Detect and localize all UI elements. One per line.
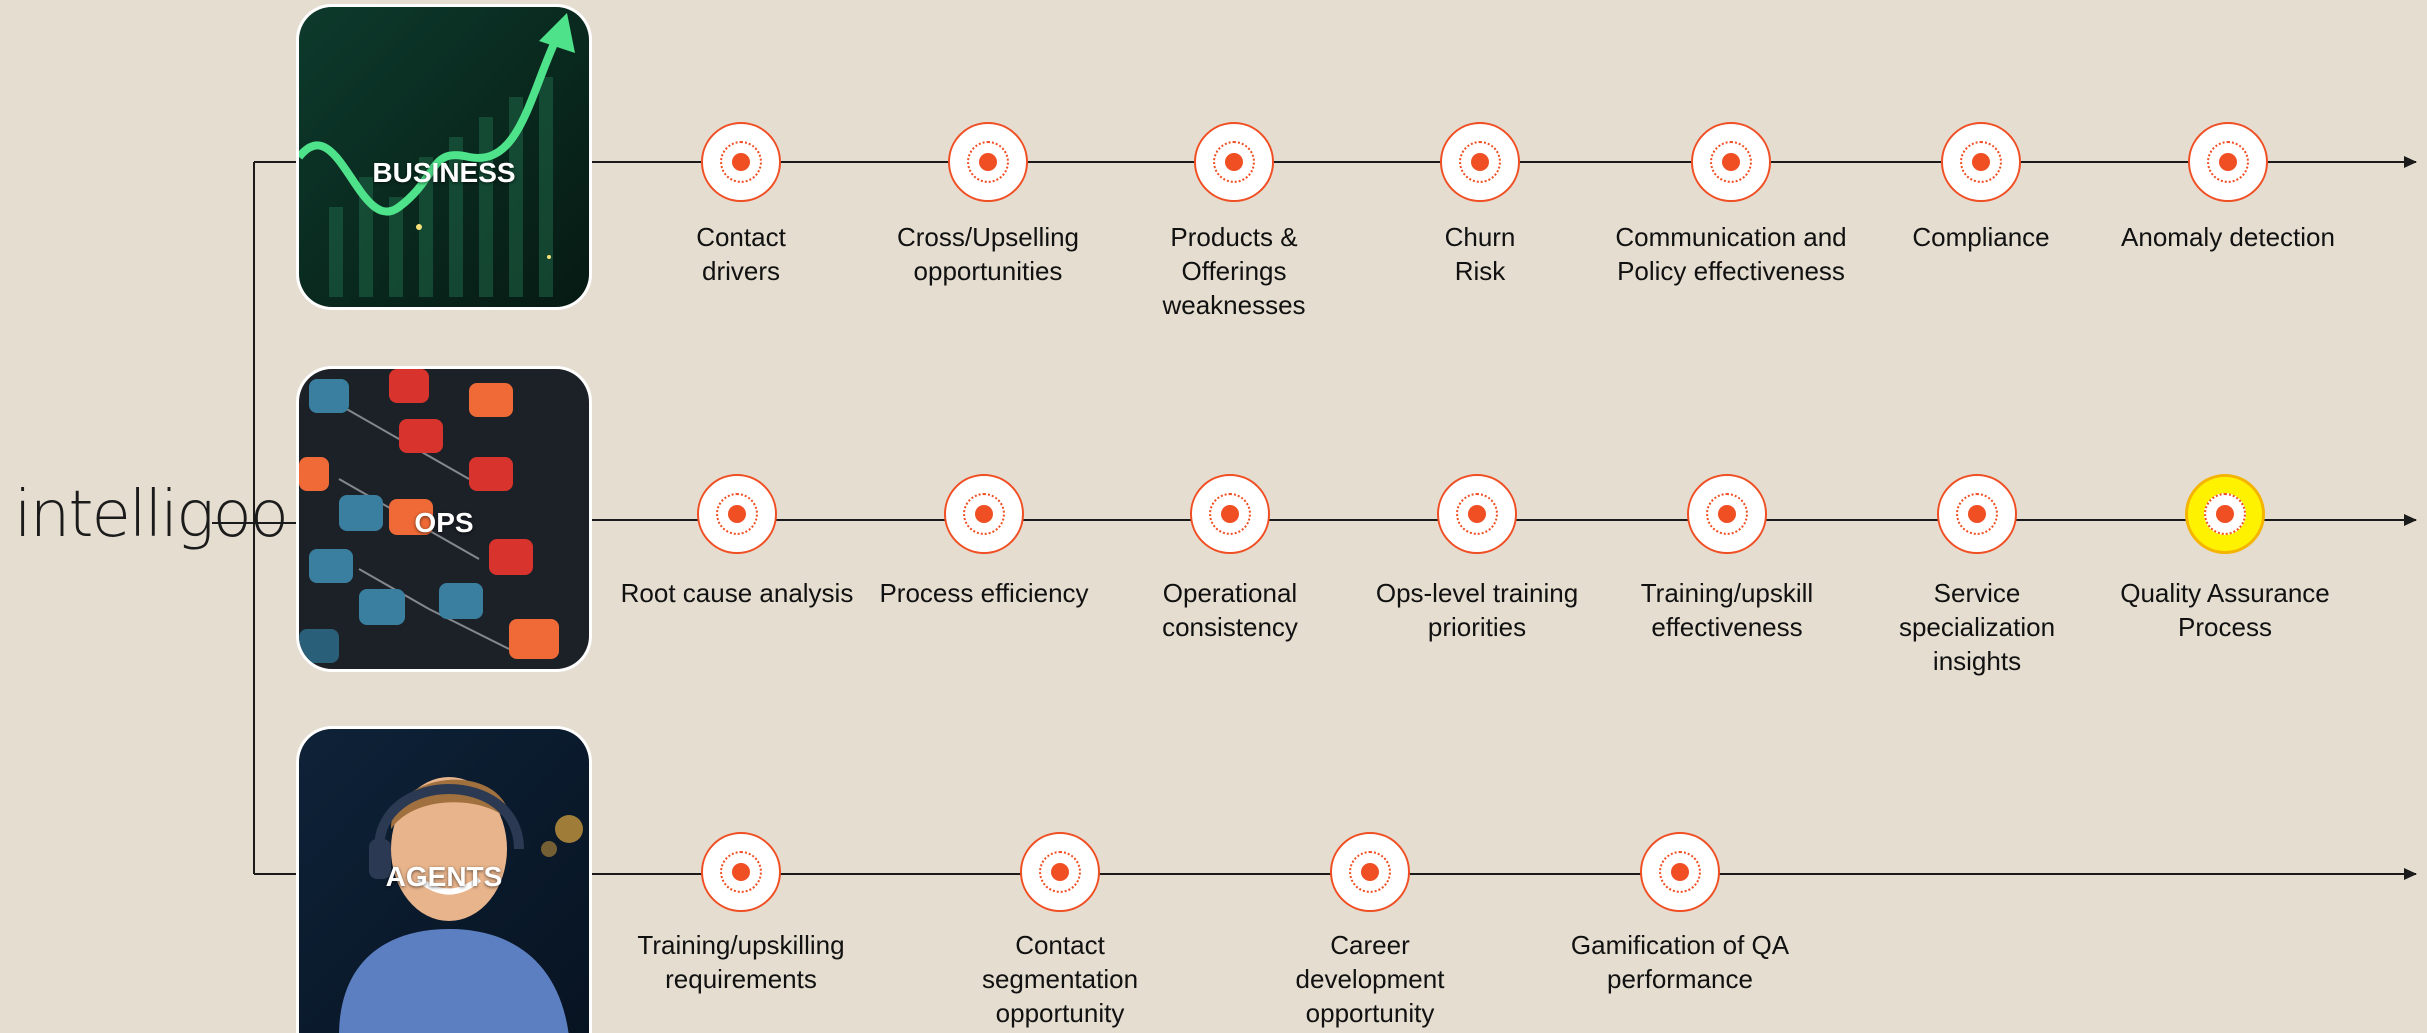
target-icon [1039, 851, 1081, 893]
lane-label-ops: OPS [414, 507, 474, 538]
target-icon [1459, 141, 1501, 183]
milestone-node [1440, 122, 1520, 202]
target-icon [1706, 493, 1748, 535]
target-icon [2204, 493, 2246, 535]
milestone-label: Ops-level training priorities [1375, 578, 1579, 642]
call-center-agent-image [299, 729, 589, 1033]
milestone-label: Process efficiency [879, 578, 1089, 608]
target-icon [963, 493, 1005, 535]
milestone-node [701, 832, 781, 912]
lane-label-agents: AGENTS [385, 861, 503, 892]
milestone-label: Churn Risk [1444, 222, 1516, 286]
milestone-node [1190, 474, 1270, 554]
target-icon [1659, 851, 1701, 893]
milestone-label: Anomaly detection [2121, 222, 2335, 252]
process-flow-image [299, 369, 589, 669]
milestone-node [1437, 474, 1517, 554]
milestone-label: Communication and Policy effectiveness [1615, 222, 1847, 286]
milestone-node [1194, 122, 1274, 202]
milestone-node [1691, 122, 1771, 202]
target-icon [720, 141, 762, 183]
growth-chart-image [299, 7, 589, 307]
milestone-node [2188, 122, 2268, 202]
milestone-label: Gamification of QA performance [1570, 930, 1790, 994]
milestone-label: Quality Assurance Process [2120, 578, 2330, 642]
milestone-node [944, 474, 1024, 554]
milestone-label: Contact segmentation opportunity [981, 930, 1139, 1028]
milestone-node [1937, 474, 2017, 554]
business-card: BUSINESS [296, 4, 592, 310]
target-icon [1456, 493, 1498, 535]
intelligoo-logo: intelligoo [14, 478, 289, 552]
milestone-node [1687, 474, 1767, 554]
target-icon [1710, 141, 1752, 183]
milestone-node [1941, 122, 2021, 202]
milestone-label: Career development opportunity [1295, 930, 1445, 1028]
target-icon [2207, 141, 2249, 183]
agents-card: AGENTS [296, 726, 592, 1033]
milestone-label: Root cause analysis [620, 578, 854, 608]
target-icon [1213, 141, 1255, 183]
milestone-node [1640, 832, 1720, 912]
milestone-label: Training/upskilling requirements [637, 930, 845, 994]
milestone-node [2185, 474, 2265, 554]
target-icon [1956, 493, 1998, 535]
milestone-label: Service specialization insights [1898, 578, 2056, 676]
target-icon [1209, 493, 1251, 535]
milestone-label: Products & Offerings weaknesses [1162, 222, 1306, 320]
milestone-node [1330, 832, 1410, 912]
milestone-node [1020, 832, 1100, 912]
target-icon [716, 493, 758, 535]
lane-label-business: BUSINESS [372, 157, 516, 188]
ops-card: OPS [296, 366, 592, 672]
milestone-label: Contact drivers [696, 222, 786, 286]
target-icon [1349, 851, 1391, 893]
milestone-node [697, 474, 777, 554]
target-icon [967, 141, 1009, 183]
milestone-node [948, 122, 1028, 202]
milestone-node [701, 122, 781, 202]
milestone-label: Compliance [1912, 222, 2050, 252]
milestone-label: Operational consistency [1162, 578, 1298, 642]
milestone-label: Cross/Upselling opportunities [896, 222, 1080, 286]
target-icon [1960, 141, 2002, 183]
milestone-label: Training/upskill effectiveness [1640, 578, 1814, 642]
target-icon [720, 851, 762, 893]
